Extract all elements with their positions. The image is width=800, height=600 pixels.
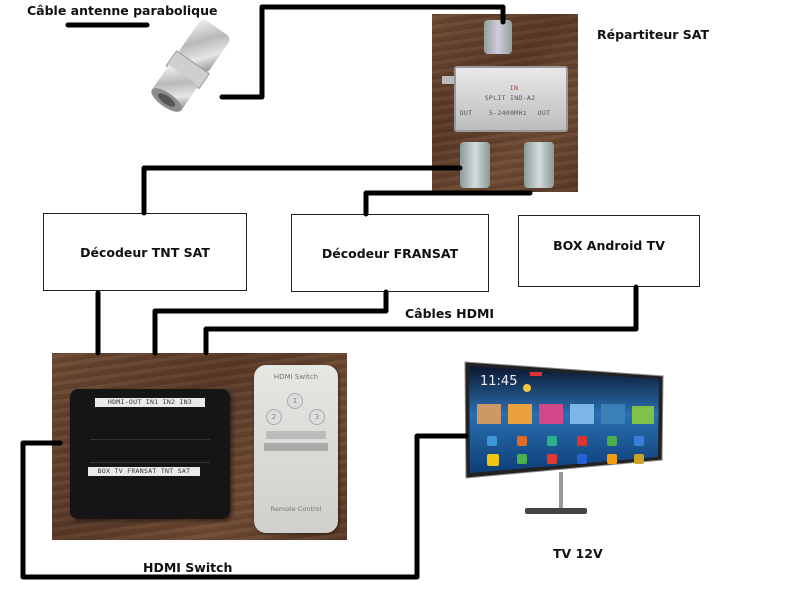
switch-bottom-tag: BOX TV FRANSAT TNT SAT — [88, 467, 200, 476]
splitter-model: SPLIT IND-A2 — [484, 94, 536, 102]
tv-clock: 11:45 — [480, 374, 518, 389]
android-tv-box-label: BOX Android TV — [553, 237, 665, 253]
remote-control: HDMI Switch 1 2 3 Remote Control — [254, 365, 338, 533]
tnt-sat-decoder-label: Décodeur TNT SAT — [80, 244, 210, 260]
splitter-label: Répartiteur SAT — [597, 27, 710, 42]
fransat-decoder-box: Décodeur FRANSAT — [291, 214, 489, 292]
switch-top-tag: HDMI-OUT IN1 IN2 IN3 — [95, 398, 205, 407]
splitter-out-right: OUT — [537, 109, 551, 117]
remote-button-1: 1 — [287, 393, 303, 409]
hdmi-switch-label: HDMI Switch — [143, 560, 233, 575]
hdmi-cables-label: Câbles HDMI — [405, 306, 495, 321]
splitter-to-tnt-cable — [141, 165, 463, 216]
remote-footer: Remote Control — [270, 505, 322, 513]
splitter-freq: 5-2400MHz — [489, 109, 527, 117]
antenna-cable-label: Câble antenne parabolique — [27, 3, 218, 18]
tv-label: TV 12V — [553, 546, 603, 561]
splitter-image: SPLIT IND-A2 OUT 5-2400MHz OUT IN — [432, 14, 578, 192]
coax-connector-image — [140, 18, 240, 123]
remote-title: HDMI Switch — [273, 373, 319, 381]
splitter-out-left: OUT — [459, 109, 473, 117]
fransat-to-switch-cable — [152, 289, 389, 356]
splitter-in: IN — [509, 84, 519, 92]
hdmi-switch-device: HDMI-OUT IN1 IN2 IN3 BOX TV FRANSAT TNT … — [70, 389, 230, 519]
remote-button-3: 3 — [309, 409, 325, 425]
tv-image: 11:45 — [462, 360, 672, 530]
hdmi-switch-image: HDMI-OUT IN1 IN2 IN3 BOX TV FRANSAT TNT … — [52, 353, 347, 540]
tnt-sat-decoder-box: Décodeur TNT SAT — [43, 213, 247, 291]
fransat-decoder-label: Décodeur FRANSAT — [321, 245, 459, 261]
android-tv-box: BOX Android TV — [518, 215, 700, 287]
remote-button-2: 2 — [266, 409, 282, 425]
splitter-to-fransat-cable — [363, 190, 533, 217]
